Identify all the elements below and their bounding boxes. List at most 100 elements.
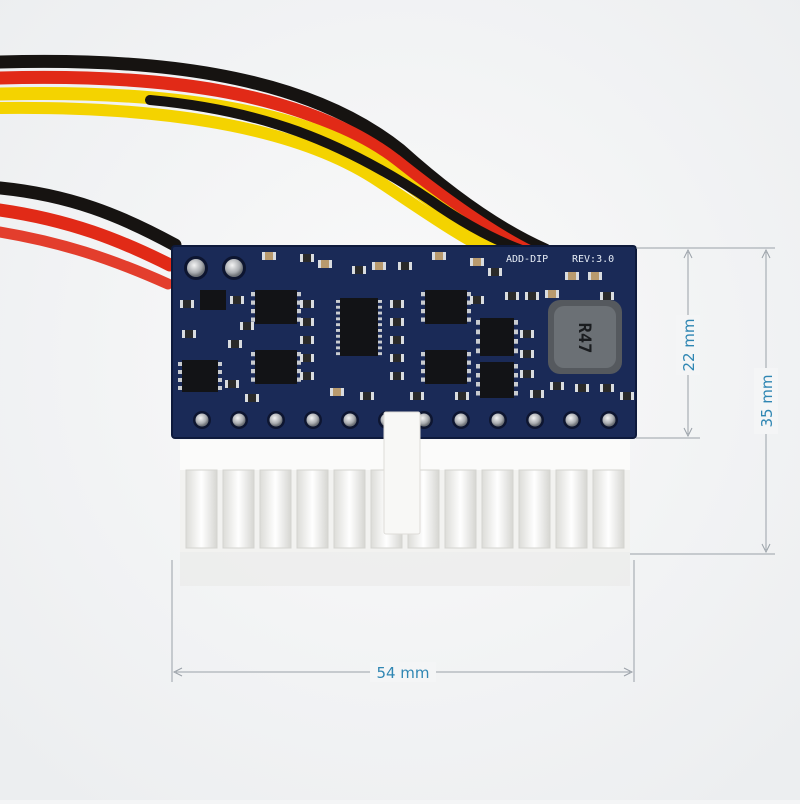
smd-body: [393, 354, 401, 362]
ic-leg: [476, 382, 480, 387]
ic-leg: [476, 329, 480, 335]
ic-leg: [297, 317, 301, 322]
ic-leg: [514, 382, 518, 387]
ic-leg: [467, 300, 471, 305]
ic-leg: [336, 323, 340, 327]
smd-body: [231, 340, 239, 348]
ic-chip: [480, 318, 514, 356]
smd-body: [363, 392, 371, 400]
smd-components: [180, 252, 634, 402]
arrow-left: [172, 667, 183, 677]
ic-leg: [421, 292, 425, 297]
ic-leg: [251, 300, 255, 305]
smd-body: [553, 382, 561, 390]
pin-pad: [417, 413, 431, 427]
ic-leg: [251, 352, 255, 357]
silkscreen-model: ADD-DIP: [506, 254, 548, 265]
connector-pin: [333, 469, 366, 549]
ic-leg: [467, 377, 471, 382]
smd-body: [473, 296, 481, 304]
connector-pin: [444, 469, 477, 549]
smd-body: [523, 370, 531, 378]
ic-legs: [178, 292, 518, 396]
ic-leg: [251, 309, 255, 314]
smd-body: [303, 254, 311, 262]
ic-leg: [421, 317, 425, 322]
smd-body: [393, 336, 401, 344]
ic-chip: [480, 362, 514, 398]
ic-leg: [378, 311, 382, 315]
pin-pad: [306, 413, 320, 427]
ic-chip: [255, 290, 297, 324]
ic-leg: [378, 300, 382, 303]
ic-leg: [378, 352, 382, 356]
pin-pad: [491, 413, 505, 427]
ic-leg: [378, 334, 382, 338]
ic-leg: [178, 378, 182, 382]
ic-leg: [251, 292, 255, 297]
label-bg: [370, 662, 436, 682]
pin-pad: [343, 413, 357, 427]
pin-pad: [195, 413, 209, 427]
dimension-label-35mm: 35 mm: [758, 374, 776, 427]
dimension-label-54mm: 54 mm: [376, 664, 429, 682]
ic-leg: [218, 378, 222, 382]
wire-yellow-2: [0, 101, 506, 262]
ic-leg: [178, 370, 182, 374]
smd-body: [333, 388, 341, 396]
silkscreen-revision: REV:3.0: [572, 254, 614, 265]
connector-pin: [259, 469, 292, 549]
smd-body: [548, 290, 556, 298]
ic-leg: [336, 340, 340, 344]
smd-body: [523, 350, 531, 358]
ic-leg: [514, 339, 518, 344]
connector-pin: [555, 469, 588, 549]
ic-leg: [421, 369, 425, 374]
ic-leg: [467, 360, 471, 365]
smd-body: [303, 318, 311, 326]
ic-leg: [476, 320, 480, 325]
smd-body: [508, 292, 516, 300]
ic-leg: [336, 352, 340, 356]
ic-leg: [476, 391, 480, 396]
ic-leg: [297, 300, 301, 305]
smd-body: [393, 372, 401, 380]
smd-body: [248, 394, 256, 402]
screw-head-2: [225, 259, 243, 277]
arrow-up: [761, 248, 771, 259]
smd-body: [491, 268, 499, 276]
ic-leg: [336, 334, 340, 338]
pin-pad: [528, 413, 542, 427]
ic-leg: [378, 317, 382, 321]
ic-leg: [421, 300, 425, 305]
ic-chip: [425, 350, 467, 384]
ic-leg: [336, 300, 340, 303]
ic-leg: [297, 309, 301, 314]
ic-leg: [336, 329, 340, 332]
inductor: R47: [548, 300, 622, 374]
ic-leg: [297, 369, 301, 374]
ic-leg: [421, 360, 425, 365]
screw-head-1: [187, 259, 205, 277]
smd-body: [401, 262, 409, 270]
smd-body: [523, 330, 531, 338]
ic-leg: [467, 352, 471, 357]
atx-connector: [180, 411, 630, 586]
smd-body: [603, 292, 611, 300]
pin-pad: [565, 413, 579, 427]
pin-pad: [454, 413, 468, 427]
ic-leg: [514, 364, 518, 369]
smd-body: [228, 380, 236, 388]
connector-pin: [592, 469, 625, 549]
connector-pin: [185, 469, 218, 549]
connector-pin: [296, 469, 329, 549]
ic-leg: [297, 352, 301, 357]
ic-leg: [336, 311, 340, 315]
wire-red-top: [0, 70, 537, 259]
wire-black-2: [145, 95, 545, 261]
ic-leg: [378, 340, 382, 344]
ic-leg: [514, 348, 518, 354]
ic-chip: [425, 290, 467, 324]
